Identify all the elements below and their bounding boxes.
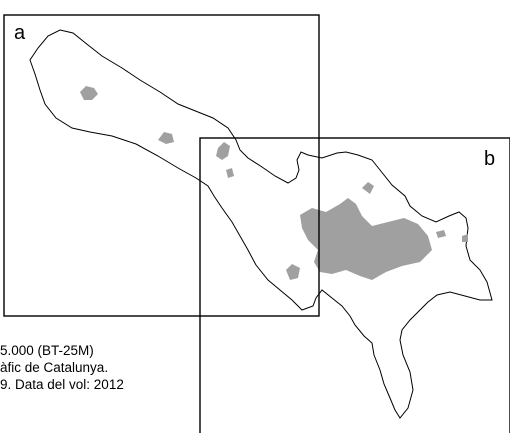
municipality-boundary (29, 29, 493, 419)
frame-b (199, 137, 510, 433)
credit-line-3: 9. Data del vol: 2012 (0, 377, 124, 392)
urban-area (362, 182, 374, 194)
urban-area (286, 264, 300, 280)
urban-area (216, 142, 230, 160)
urban-areas (80, 86, 468, 280)
frame-b-label: b (484, 148, 495, 170)
credit-line-1: 5.000 (BT-25M) (0, 343, 94, 358)
urban-area (300, 198, 432, 280)
urban-area (80, 86, 98, 100)
urban-area (158, 132, 174, 144)
credit-line-2: àfic de Catalunya. (0, 360, 109, 375)
frame-a (3, 14, 320, 317)
frame-a-label: a (14, 22, 26, 44)
urban-area (226, 168, 234, 178)
urban-area (462, 234, 468, 242)
urban-area (436, 230, 446, 238)
